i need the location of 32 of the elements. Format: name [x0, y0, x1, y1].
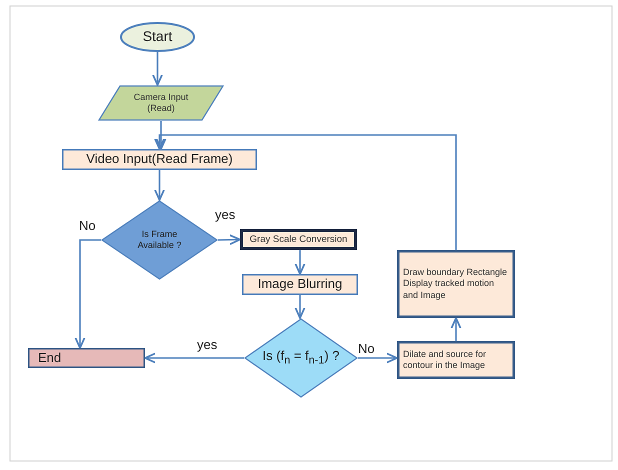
arrow [358, 352, 398, 364]
arrow [294, 250, 306, 275]
process-box [62, 149, 257, 170]
start-terminal [120, 22, 195, 52]
node-text: Is (f$_{n}$ = f$_{n-1}$) ? [262, 348, 340, 368]
arrow [152, 52, 163, 86]
node-text: Video Input(Read Frame) [86, 151, 233, 168]
process-box [397, 250, 515, 318]
node-text: Camera Input (Read) [132, 92, 190, 114]
node-text: Image Blurring [258, 276, 342, 293]
node-text: End [38, 350, 62, 366]
arrow [218, 234, 241, 246]
process-box [242, 274, 358, 295]
edge-label: No [357, 341, 376, 356]
node-text: Draw boundary Rectangle Display tracked motion and Image [403, 267, 508, 301]
node-text: Start [142, 28, 172, 46]
process-box [240, 229, 357, 250]
node-text: Is Frame Available ? [136, 228, 182, 252]
arrow [294, 295, 306, 319]
arrow [144, 352, 244, 364]
arrow [450, 317, 462, 341]
arrow [154, 170, 165, 201]
arrow [156, 121, 166, 150]
node-text: Dilate and source for contour in the Image [403, 348, 488, 372]
input-parallelogram [98, 85, 224, 121]
arrow [74, 239, 101, 349]
edge-label: No [78, 218, 97, 233]
process-box [397, 341, 515, 379]
arrow [154, 134, 457, 250]
end-box [28, 348, 145, 368]
node-text: Gray Scale Conversion [250, 234, 348, 246]
decision-diamond [244, 318, 358, 398]
